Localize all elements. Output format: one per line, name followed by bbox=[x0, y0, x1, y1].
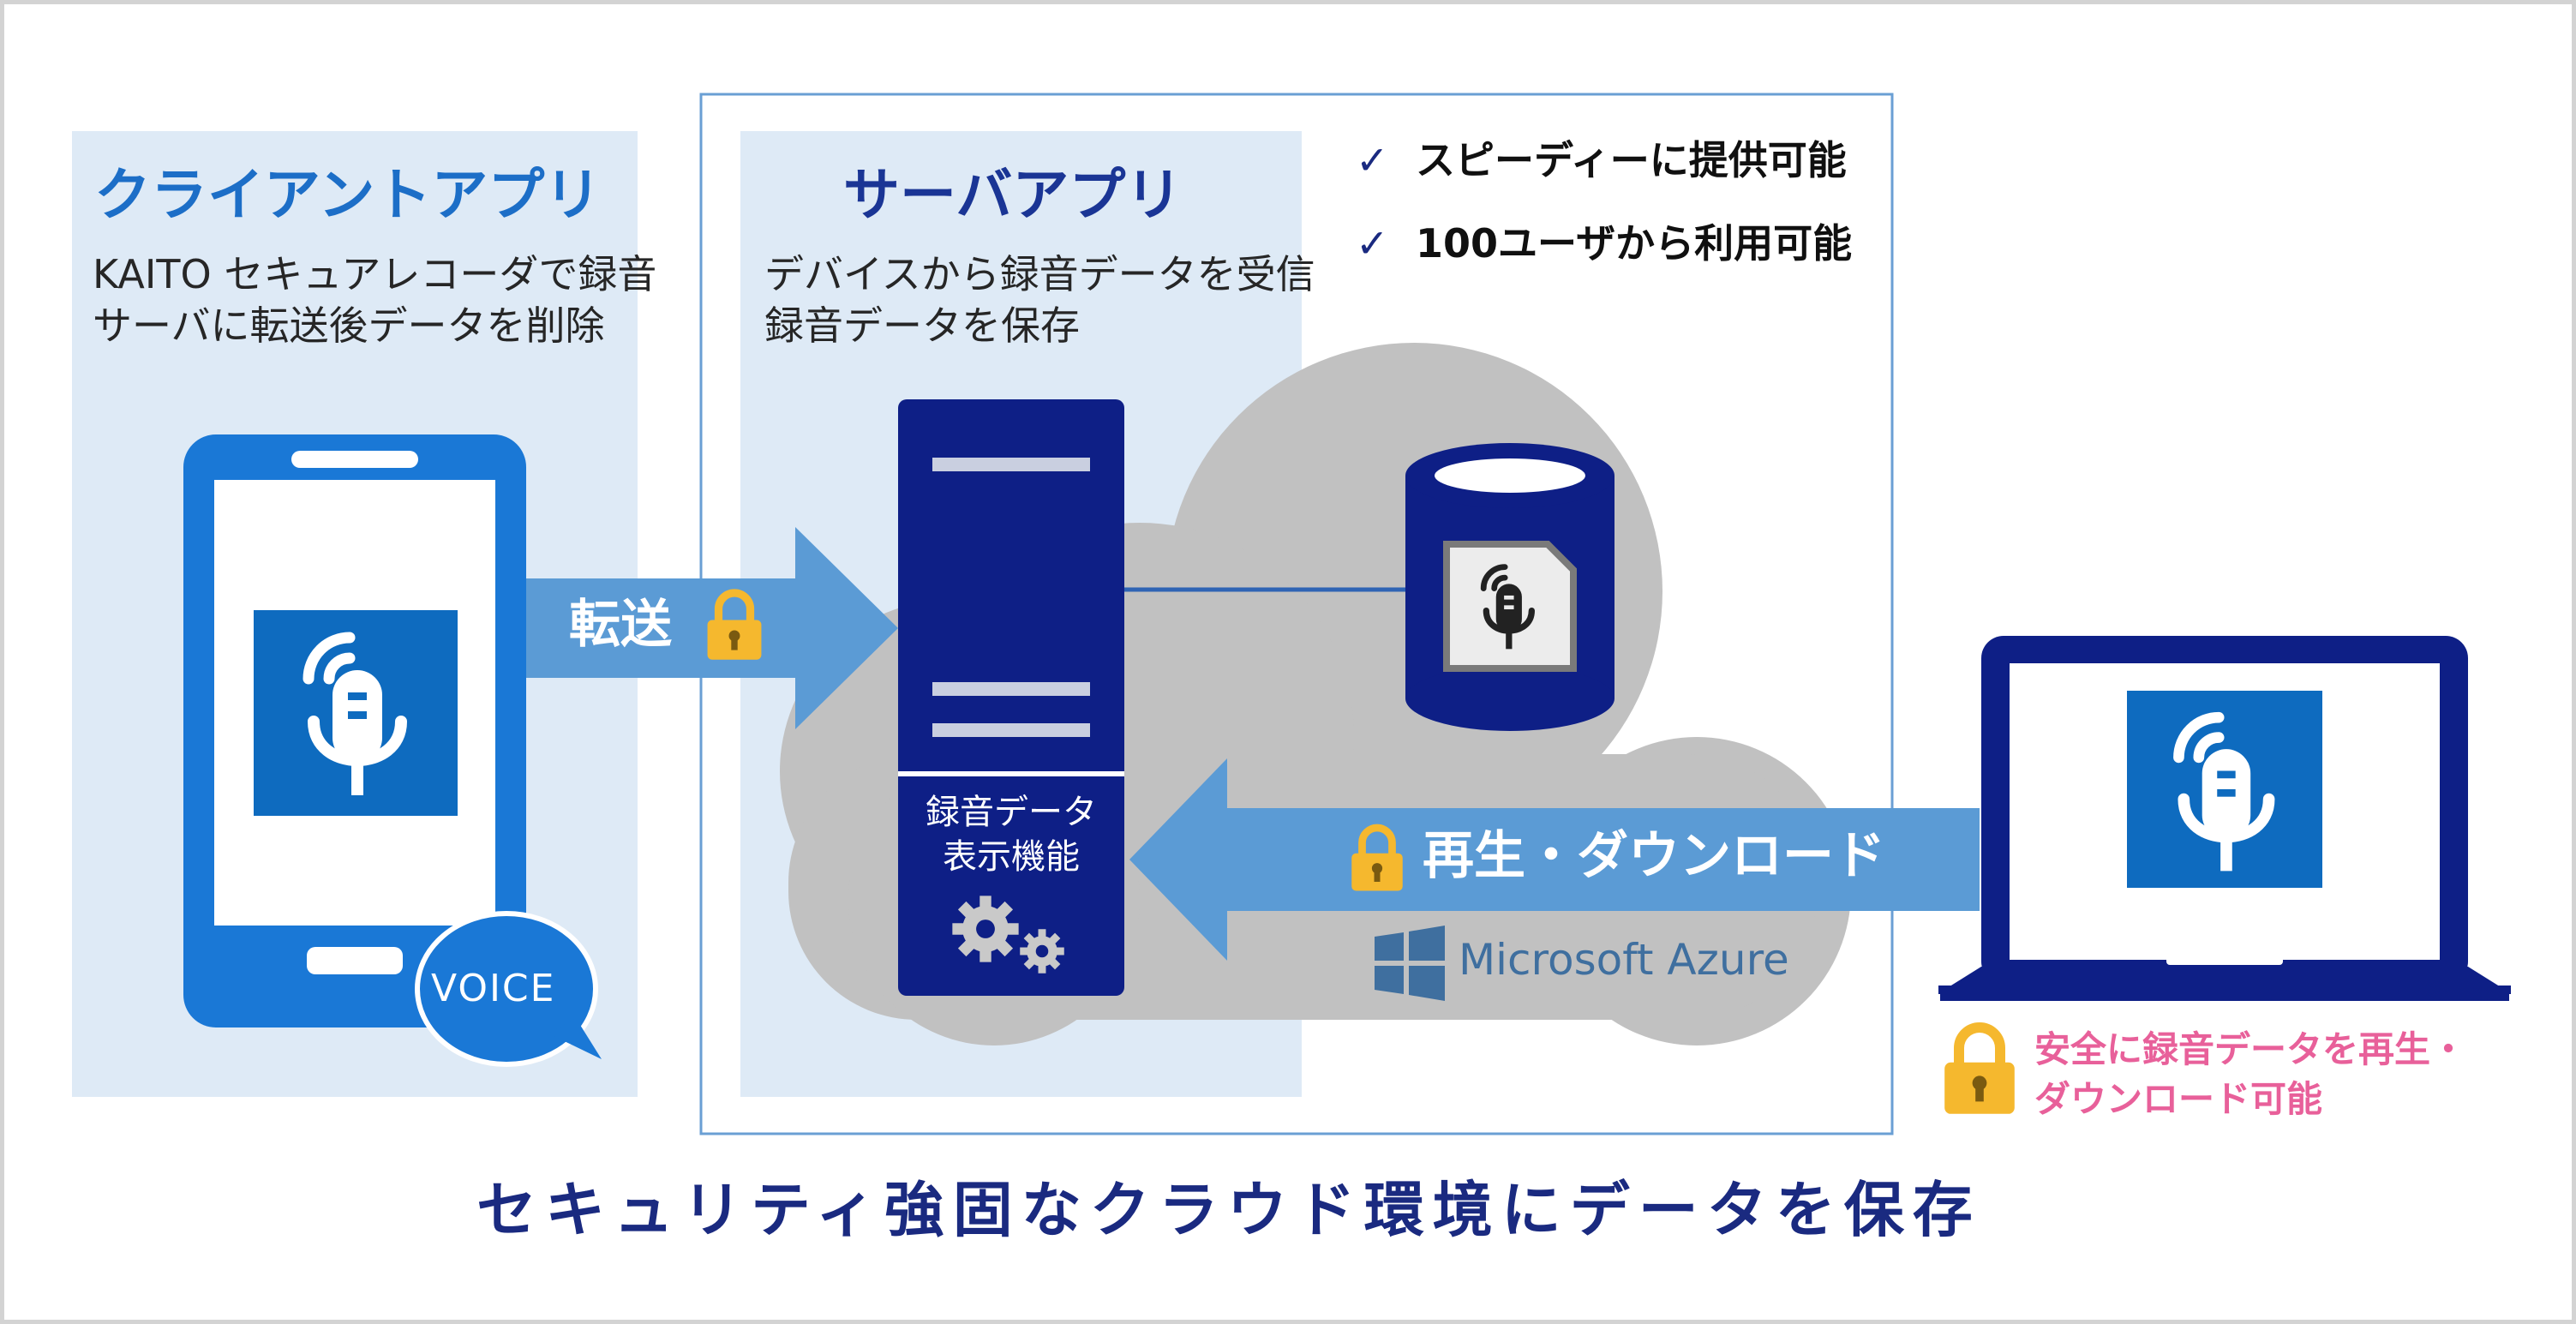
lock-icon bbox=[1944, 1027, 2015, 1114]
windows-logo-icon bbox=[1375, 926, 1445, 1001]
server-icon bbox=[898, 399, 1124, 996]
voice-badge-label: VOICE bbox=[431, 967, 556, 1010]
client-panel-description: KAITO セキュアレコーダで録音 サーバに転送後データを削除 bbox=[93, 251, 657, 349]
playback-arrow-label: 再生・ダウンロード bbox=[1423, 826, 1885, 886]
azure-label: Microsoft Azure bbox=[1459, 935, 1789, 985]
gear-icon bbox=[1020, 929, 1064, 974]
server-panel-description: デバイスから録音データを受信 録音データを保存 bbox=[764, 251, 1315, 349]
bottom-title: セキュリティ強固なクラウド環境にデータを保存 bbox=[476, 1175, 1981, 1245]
check-icon: ✓ bbox=[1356, 220, 1389, 267]
server-display-label: 録音データ 表示機能 bbox=[926, 793, 1097, 877]
speech-bubble-icon bbox=[415, 911, 602, 1067]
check-icon: ✓ bbox=[1356, 137, 1389, 183]
feature-item: 100ユーザから利用可能 bbox=[1416, 220, 1853, 267]
server-panel-title: サーバアプリ bbox=[843, 162, 1183, 228]
gear-icon bbox=[952, 896, 1019, 962]
playback-arrow bbox=[1129, 758, 1980, 961]
feature-item: スピーディーに提供可能 bbox=[1416, 137, 1847, 183]
laptop-note: 安全に録音データを再生・ ダウンロード可能 bbox=[2034, 1028, 2467, 1120]
transfer-arrow-label: 転送 bbox=[569, 595, 672, 655]
client-panel-title: クライアントアプリ bbox=[94, 162, 602, 228]
database-icon bbox=[1405, 443, 1614, 731]
